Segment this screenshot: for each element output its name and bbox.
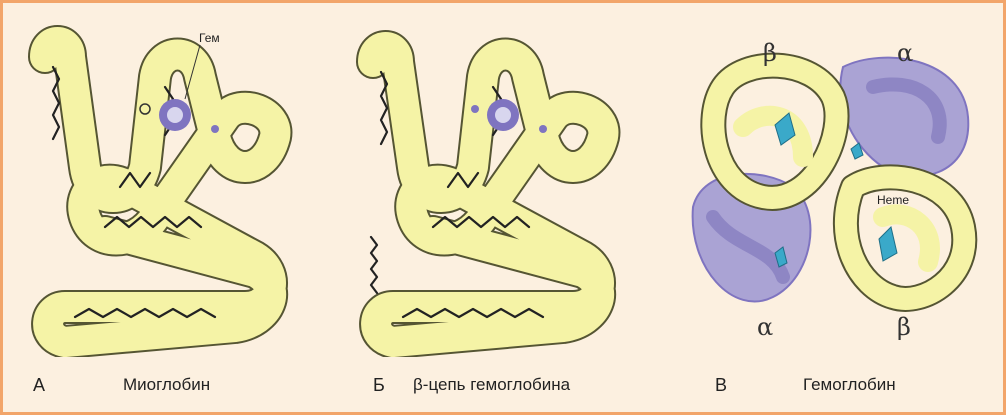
subunit-label-bottom-left: α <box>757 313 773 341</box>
hemoglobin-diagram <box>683 17 983 357</box>
caption-myoglobin: Миоглобин <box>123 375 210 395</box>
subunit-label-top-left: β <box>763 39 777 67</box>
beta-chain-diagram <box>353 17 653 357</box>
caption-hemoglobin: Гемоглобин <box>803 375 896 395</box>
alpha-subunit-top-right <box>840 58 968 177</box>
myoglobin-diagram <box>25 17 325 357</box>
subunit-label-bottom-right: β <box>897 313 911 341</box>
panel-myoglobin: Гем <box>25 17 325 357</box>
panel-letter-b: Б <box>373 375 385 396</box>
subunit-label-top-right: α <box>897 39 913 67</box>
heme-label: Гем <box>199 31 220 45</box>
panel-hemoglobin: β α α β Heme <box>683 17 983 357</box>
panel-letter-a: А <box>33 375 45 396</box>
panel-letter-c: В <box>715 375 727 396</box>
caption-beta-chain: β-цепь гемоглобина <box>413 375 570 395</box>
panel-beta-chain <box>353 17 653 357</box>
heme-label-tetramer: Heme <box>877 193 909 207</box>
